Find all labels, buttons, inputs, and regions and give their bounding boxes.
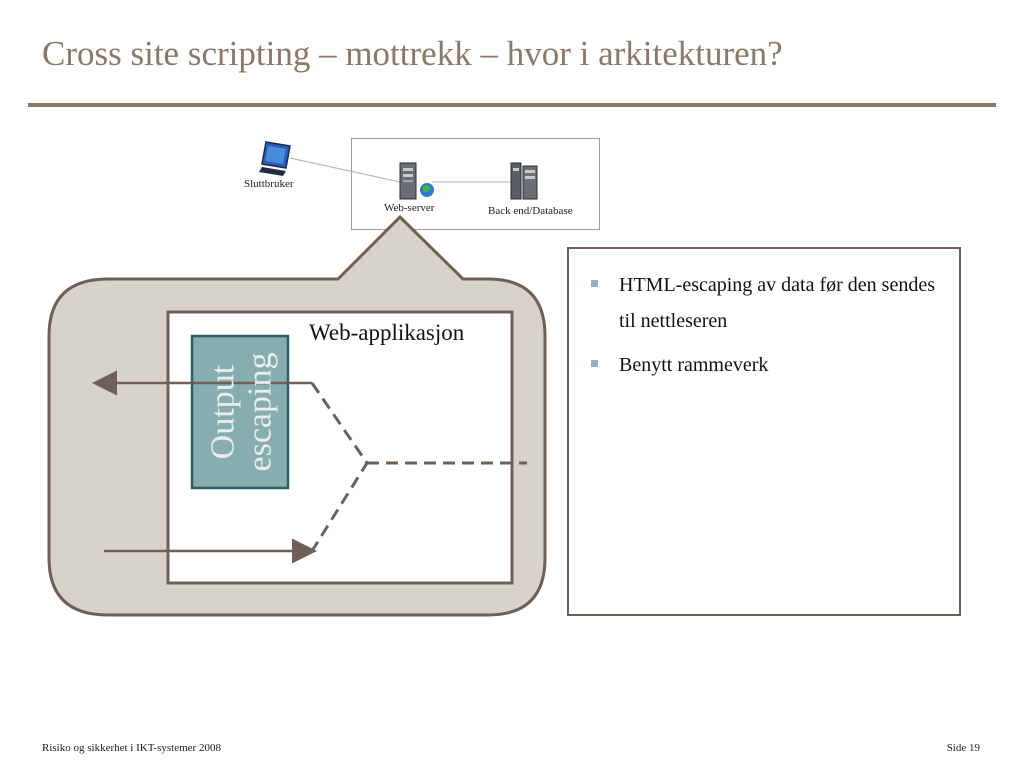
output-escaping-filter	[190, 334, 290, 490]
filter-line-2: escaping	[241, 352, 279, 472]
end-user-label: Sluttbruker	[244, 178, 294, 190]
backend-label: Back end/Database	[488, 205, 573, 217]
bullet-item: HTML-escaping av data før den sendes til…	[589, 267, 949, 339]
filter-line-1: Output	[204, 364, 242, 460]
output-escaping-label: Output escaping	[193, 337, 289, 487]
web-server-label: Web-server	[384, 202, 435, 214]
user-server-link	[289, 157, 401, 183]
bullet-box: HTML-escaping av data før den sendes til…	[567, 247, 961, 616]
bullet-text: Benytt rammeverk	[619, 354, 769, 376]
bullet-item: Benytt rammeverk	[589, 347, 949, 383]
network-panel	[351, 138, 600, 230]
bullet-list: HTML-escaping av data før den sendes til…	[569, 249, 959, 383]
slide-title: Cross site scripting – mottrekk – hvor i…	[42, 34, 783, 73]
bullet-marker-icon	[591, 360, 598, 367]
computer-icon	[259, 141, 291, 176]
title-underline	[28, 103, 996, 107]
webapp-label: Web-applikasjon	[309, 320, 465, 345]
backend-server-icon	[510, 162, 538, 200]
bullet-marker-icon	[591, 280, 598, 287]
page-number: Side 19	[946, 742, 980, 754]
web-server-icon	[399, 162, 434, 200]
footer-course: Risiko og sikkerhet i IKT-systemer 2008	[42, 742, 221, 754]
bullet-text: HTML-escaping av data før den sendes til…	[619, 274, 935, 332]
